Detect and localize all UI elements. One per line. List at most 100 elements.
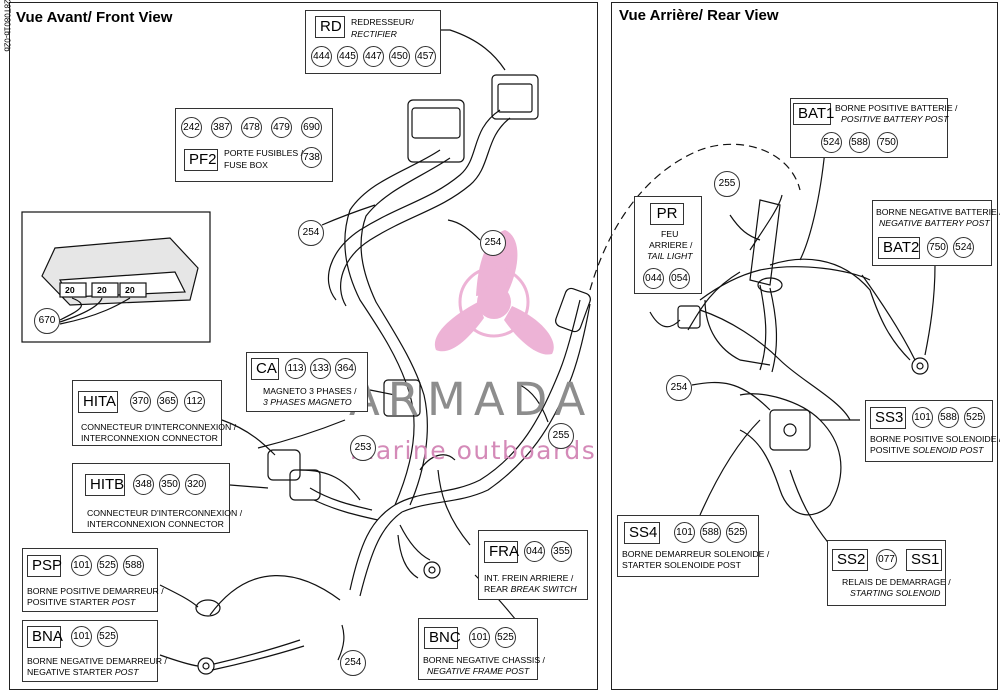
propeller-watermark-icon <box>434 230 554 355</box>
bat2-code: BAT2 <box>878 237 920 259</box>
bat2-desc-fr: BORNE NEGATIVE BATTERIE / <box>876 207 1000 217</box>
bna-callout: BNA 101 525 BORNE NEGATIVE DEMARREUR / N… <box>22 620 167 682</box>
bat1-code: BAT1 <box>793 103 834 125</box>
fra-desc-fr: INT. FREIN ARRIERE / <box>484 573 574 583</box>
fra-desc-en-a: REAR <box>484 584 511 594</box>
bat1-callout: BAT1 BORNE POSITIVE BATTERIE / POSITIVE … <box>790 98 957 158</box>
pf2-desc-fr: PORTE FUSIBLES / <box>224 148 304 158</box>
ca-pin: 113 <box>285 358 306 379</box>
pf2-main-pin: 738 <box>301 147 322 168</box>
rd-pin: 450 <box>389 46 410 67</box>
front-harness <box>159 29 591 675</box>
ca-desc-en: 3 PHASES MAGNETO <box>263 397 352 407</box>
ss4-pin: 525 <box>726 522 747 543</box>
rd-pin: 445 <box>337 46 358 67</box>
pf2-callout: 242 387 478 479 690 PF2 PORTE FUSIBLES /… <box>175 108 333 182</box>
bnc-pin: 525 <box>495 627 516 648</box>
ss2-code: SS2 <box>832 549 868 571</box>
bnc-callout: BNC 101 525 BORNE NEGATIVE CHASSIS / NEG… <box>418 618 545 680</box>
bna-pin: 101 <box>71 626 92 647</box>
hita-callout: HITA 370 365 112 CONNECTEUR D'INTERCONNE… <box>72 380 236 446</box>
hitb-desc-en: INTERCONNEXION CONNECTOR <box>87 519 224 529</box>
fra-callout: FRA 044 355 INT. FREIN ARRIERE / REAR BR… <box>478 530 588 600</box>
pr-desc-2: ARRIERE / <box>649 240 693 250</box>
rear-harness <box>589 143 936 546</box>
psp-code: PSP <box>27 555 62 577</box>
ss3-pin: 588 <box>938 407 959 428</box>
ss3-desc-en-a: POSITIVE <box>870 445 913 455</box>
rd-pin: 457 <box>415 46 436 67</box>
rd-desc-fr: REDRESSEUR/ <box>351 17 414 27</box>
bna-code: BNA <box>27 626 63 648</box>
bna-desc-fr: BORNE NEGATIVE DEMARREUR / <box>27 656 167 666</box>
harness-ref-254: 254 <box>340 650 366 676</box>
ss3-callout: SS3 101 588 525 BORNE POSITIVE SOLENOIDE… <box>865 400 1000 462</box>
psp-desc-fr: BORNE POSITIVE DEMARREUR / <box>27 586 164 596</box>
ca-pin: 133 <box>310 358 331 379</box>
harness-ref-254: 254 <box>298 220 324 246</box>
pf2-code: PF2 <box>184 149 218 171</box>
bat1-desc-en: POSITIVE BATTERY POST <box>841 114 949 124</box>
ca-callout: CA 113 133 364 MAGNETO 3 PHASES / 3 PHAS… <box>246 352 368 412</box>
psp-desc-en-b: POST <box>111 597 136 607</box>
fra-pin: 355 <box>551 541 572 562</box>
hita-pin: 365 <box>157 391 178 412</box>
pr-desc-en: TAIL LIGHT <box>647 251 693 261</box>
bna-desc-en-a: NEGATIVE STARTER <box>27 667 115 677</box>
starting-solenoid-callout: SS2 077 SS1 RELAIS DE DEMARRAGE / STARTI… <box>827 540 951 606</box>
front-view-title: Vue Avant/ Front View <box>16 9 173 26</box>
pr-desc-1: FEU <box>661 229 679 239</box>
bnc-code: BNC <box>424 627 461 649</box>
ss4-code: SS4 <box>624 522 660 544</box>
harness-ref-255: 255 <box>548 423 574 449</box>
ss4-desc-fr: BORNE DEMARREUR SOLENOIDE / <box>622 549 770 559</box>
hita-code: HITA <box>78 391 118 413</box>
pf2-pin: 387 <box>211 117 232 138</box>
ss3-desc-en-b: SOLENOID POST <box>912 445 984 455</box>
bnc-desc-en: NEGATIVE FRAME POST <box>427 666 530 676</box>
fuse-block-ref: 670 <box>34 308 60 334</box>
watermark-brand: ARMADA <box>349 373 594 426</box>
fra-desc-en: REAR BREAK SWITCH <box>484 584 577 595</box>
psp-pin: 588 <box>123 555 144 576</box>
hitb-pin: 320 <box>185 474 206 495</box>
fuse-rating: 20 <box>125 285 135 295</box>
hita-pin: 370 <box>130 391 151 412</box>
hitb-code: HITB <box>85 474 125 496</box>
rear-view-title: Vue Arrière/ Rear View <box>619 7 779 24</box>
hitb-callout: HITB 348 350 320 CONNECTEUR D'INTERCONNE… <box>72 463 242 533</box>
ss-pin: 077 <box>876 549 897 570</box>
rd-code: RD <box>315 16 345 38</box>
hitb-pin: 348 <box>133 474 154 495</box>
pf2-pin: 690 <box>301 117 322 138</box>
ss-desc-en: STARTING SOLENOID <box>850 588 941 598</box>
rd-callout: RD REDRESSEUR/ RECTIFIER 444 445 447 450… <box>305 10 441 74</box>
pf2-pin: 242 <box>181 117 202 138</box>
ss1-code: SS1 <box>906 549 942 571</box>
pf2-desc-en: FUSE BOX <box>224 160 268 170</box>
psp-desc-en: POSITIVE STARTER POST <box>27 597 135 608</box>
psp-pin: 525 <box>97 555 118 576</box>
ss4-callout: SS4 101 588 525 BORNE DEMARREUR SOLENOID… <box>617 515 769 577</box>
fra-code: FRA <box>484 541 519 563</box>
pf2-pin: 478 <box>241 117 262 138</box>
hita-desc-en: INTERCONNEXION CONNECTOR <box>81 433 218 443</box>
ss4-pin: 101 <box>674 522 695 543</box>
ss3-desc-fr: BORNE POSITIVE SOLENOIDE / <box>870 434 1000 444</box>
ca-desc-fr: MAGNETO 3 PHASES / <box>263 386 357 396</box>
psp-pin: 101 <box>71 555 92 576</box>
ss3-pin: 525 <box>964 407 985 428</box>
pf2-pin: 479 <box>271 117 292 138</box>
bna-pin: 525 <box>97 626 118 647</box>
ca-code: CA <box>251 358 279 380</box>
pr-callout: PR FEU ARRIERE / TAIL LIGHT 044 054 <box>634 196 702 294</box>
ss-desc-fr: RELAIS DE DEMARRAGE / <box>842 577 951 587</box>
bat2-desc-en: NEGATIVE BATTERY POST <box>879 218 990 228</box>
hita-pin: 112 <box>184 391 205 412</box>
bat1-desc-fr: BORNE POSITIVE BATTERIE / <box>835 103 958 113</box>
pr-pin: 054 <box>669 268 690 289</box>
bnc-desc-fr: BORNE NEGATIVE CHASSIS / <box>423 655 545 665</box>
harness-ref-255: 255 <box>714 171 740 197</box>
bna-desc-en: NEGATIVE STARTER POST <box>27 667 139 678</box>
